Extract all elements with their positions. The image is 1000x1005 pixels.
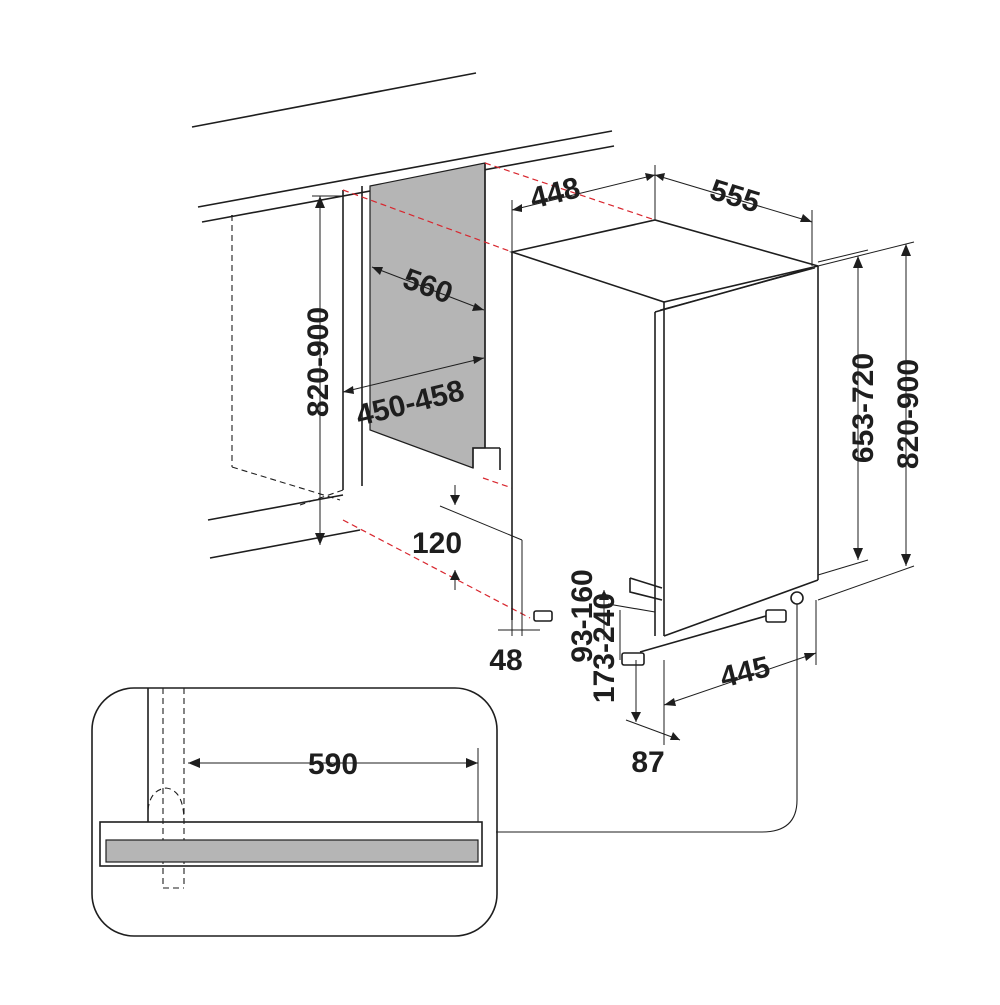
red-guides (342, 162, 656, 619)
dimension-arrows (315, 173, 911, 740)
label-depth-top: 555 (706, 173, 764, 219)
label-front-offset: 87 (631, 746, 664, 779)
dimension-lines (312, 165, 915, 745)
label-plinth-gap: 120 (412, 527, 462, 560)
label-door-height: 653-720 (847, 353, 880, 463)
label-niche-height: 820-900 (302, 307, 335, 417)
label-left-offset: 48 (489, 644, 522, 677)
label-foot-range-b: 173-240 (588, 593, 621, 703)
label-detail-depth: 590 (308, 748, 358, 781)
dishwasher (508, 219, 819, 637)
adjust-screw-icon (790, 591, 804, 605)
label-foot-range-a: 93-160 (566, 569, 599, 662)
detail-connector (496, 604, 798, 833)
dishwasher-feet (533, 591, 804, 666)
foot-front (621, 652, 645, 666)
niche-step (472, 447, 500, 468)
label-bottom-width: 445 (717, 650, 774, 694)
foot-left (533, 610, 553, 622)
kitchen-niche (207, 186, 363, 559)
label-width-top: 448 (527, 171, 584, 215)
label-total-height: 820-900 (892, 359, 925, 469)
foot-right (765, 609, 787, 623)
detail-inset (91, 687, 498, 937)
